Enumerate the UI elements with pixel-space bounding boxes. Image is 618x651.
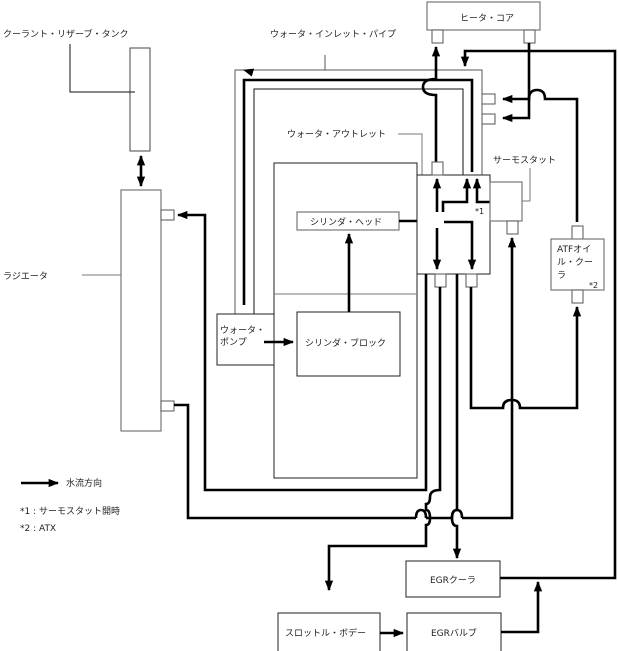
note1-mark: *1 <box>475 207 484 216</box>
radiator <box>82 189 175 432</box>
cylinder-block-label: シリンダ・ブロック <box>305 337 386 349</box>
heater-core-label: ヒータ・コア <box>460 13 514 24</box>
water-pump-label-1: ウォータ・ <box>220 325 265 336</box>
water-outlet-leader <box>398 133 423 180</box>
thermostat-label: サーモスタット <box>493 155 556 166</box>
hop <box>414 508 428 519</box>
heater-return-line <box>501 43 531 123</box>
legend-flow-direction: 水流方向 <box>66 477 102 489</box>
atf-cooler-label-2: ル・クー <box>557 257 593 268</box>
outlet-to-heater-line <box>421 45 441 163</box>
legend-note2: *2 : ATX <box>20 524 56 534</box>
outlet-to-radiator-line <box>176 210 428 492</box>
throttle-body-label: スロットル・ボデー <box>285 627 366 639</box>
radiator-lower-port <box>160 400 175 412</box>
water-outlet <box>416 161 503 288</box>
egr-cooler <box>405 560 501 598</box>
egr-valve-out-arrow <box>501 580 543 634</box>
atf-cooler-label-1: ATFオイ <box>557 244 591 255</box>
atf-cooler-label-3: ラ <box>557 270 566 281</box>
water-outlet-label: ウォータ・アウトレット <box>287 129 386 140</box>
egr-cooler-label: EGRクーラ <box>430 575 476 586</box>
cylinder-head-label: シリンダ・ヘッド <box>310 216 382 228</box>
atf-return-line <box>501 88 579 222</box>
legend-note1: *1 : サーモスタット開時 <box>20 506 120 517</box>
water-pump <box>216 313 275 366</box>
atf-oil-cooler <box>550 225 605 304</box>
outlet-to-throttle-line <box>324 287 442 592</box>
legend: 水流方向 *1 : サーモスタット開時 *2 : ATX <box>20 477 120 534</box>
outlet-to-atf-line <box>469 287 582 410</box>
reserve-tank-label: クーラント・リザーブ・タンク <box>3 28 128 40</box>
egr-valve <box>406 612 502 651</box>
radiator-label: ラジエータ <box>3 271 48 282</box>
cylinder-block <box>296 311 401 377</box>
egr-valve-label: EGRバルブ <box>431 627 477 639</box>
inlet-port-upper <box>481 93 496 105</box>
thermostat <box>489 168 531 235</box>
radiator-upper-port <box>160 209 175 221</box>
inlet-port-lower <box>481 113 496 125</box>
water-pump-label-2: ポンプ <box>220 337 247 348</box>
egr-return-line <box>460 49 617 580</box>
note2-mark: *2 <box>589 281 598 290</box>
outlet-to-egr-cooler-line <box>450 274 462 560</box>
reserve-tank <box>69 44 151 152</box>
water-inlet-pipe-label: ウォータ・インレット・パイプ <box>270 29 396 40</box>
